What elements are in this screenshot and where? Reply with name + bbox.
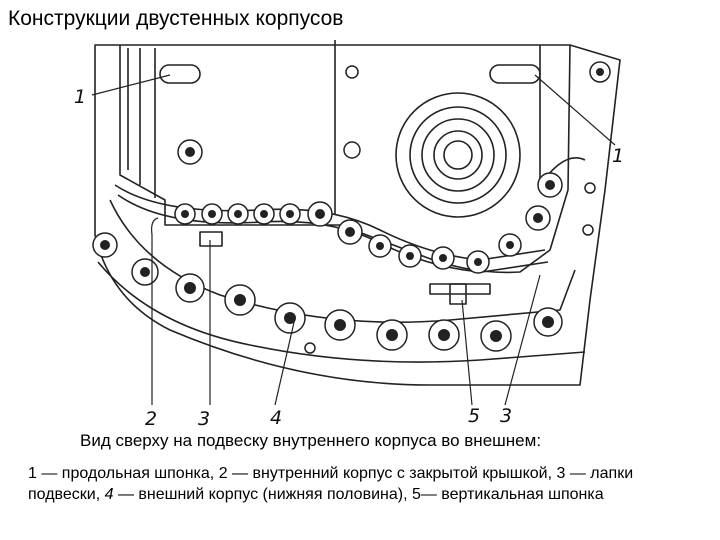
bearing-core bbox=[443, 140, 473, 170]
casing-drawing-svg: 1 1 2 3 4 5 3 bbox=[74, 40, 624, 430]
callout-1-left: 1 bbox=[74, 86, 86, 108]
callout-1-right: 1 bbox=[612, 145, 624, 167]
support-lug-left bbox=[199, 231, 223, 247]
legend-number-2: 2 bbox=[218, 465, 228, 482]
callout-2: 2 bbox=[145, 408, 157, 430]
legend-number-5: 5 bbox=[411, 486, 421, 503]
callout-3-left: 3 bbox=[198, 408, 210, 430]
callout-5: 5 bbox=[468, 405, 480, 427]
bearing-mid bbox=[421, 118, 495, 192]
figure-caption: Вид сверху на подвеску внутреннего корпу… bbox=[80, 431, 542, 450]
figure-legend: 1 — продольная шпонка, 2 — внутренний ко… bbox=[28, 463, 678, 505]
leader-1-left bbox=[91, 74, 171, 96]
callout-4: 4 bbox=[270, 407, 282, 429]
leader-5 bbox=[461, 299, 473, 406]
outer-casing-outline bbox=[94, 44, 621, 386]
page-title: Конструкции двустенных корпусов bbox=[8, 7, 344, 30]
bearing-outer bbox=[395, 92, 521, 218]
legend-number-4: 4 bbox=[104, 486, 114, 503]
legend-number-1: 1 bbox=[28, 465, 37, 482]
bolt-row-inner bbox=[174, 172, 563, 274]
bolt-misc bbox=[177, 61, 611, 354]
legend-text-3: — лапки подвески, bbox=[28, 465, 634, 503]
bearing-inner bbox=[433, 130, 483, 180]
longitudinal-key-right bbox=[489, 64, 541, 84]
longitudinal-key-left bbox=[159, 64, 201, 84]
legend-text-1: — продольная шпонка, bbox=[36, 465, 219, 482]
legend-text-2: — внутренний корпус с закрытой крышкой, bbox=[227, 465, 557, 482]
leader-2 bbox=[151, 217, 159, 405]
leader-1-right bbox=[534, 74, 616, 146]
outer-flange-line bbox=[97, 261, 586, 363]
legend-number-3: 3 bbox=[556, 465, 566, 482]
inner-casing-wall bbox=[127, 48, 156, 198]
legend-text-4: — внешний корпус (нижняя половина), bbox=[113, 486, 412, 503]
leader-4 bbox=[274, 317, 296, 406]
callout-3-right: 3 bbox=[500, 405, 512, 427]
bearing-ring bbox=[409, 106, 507, 204]
support-lug-right bbox=[429, 283, 491, 295]
legend-text-5: — вертикальная шпонка bbox=[420, 486, 604, 503]
technical-drawing: 1 1 2 3 4 5 3 bbox=[0, 30, 720, 430]
leader-3-right bbox=[504, 274, 541, 406]
